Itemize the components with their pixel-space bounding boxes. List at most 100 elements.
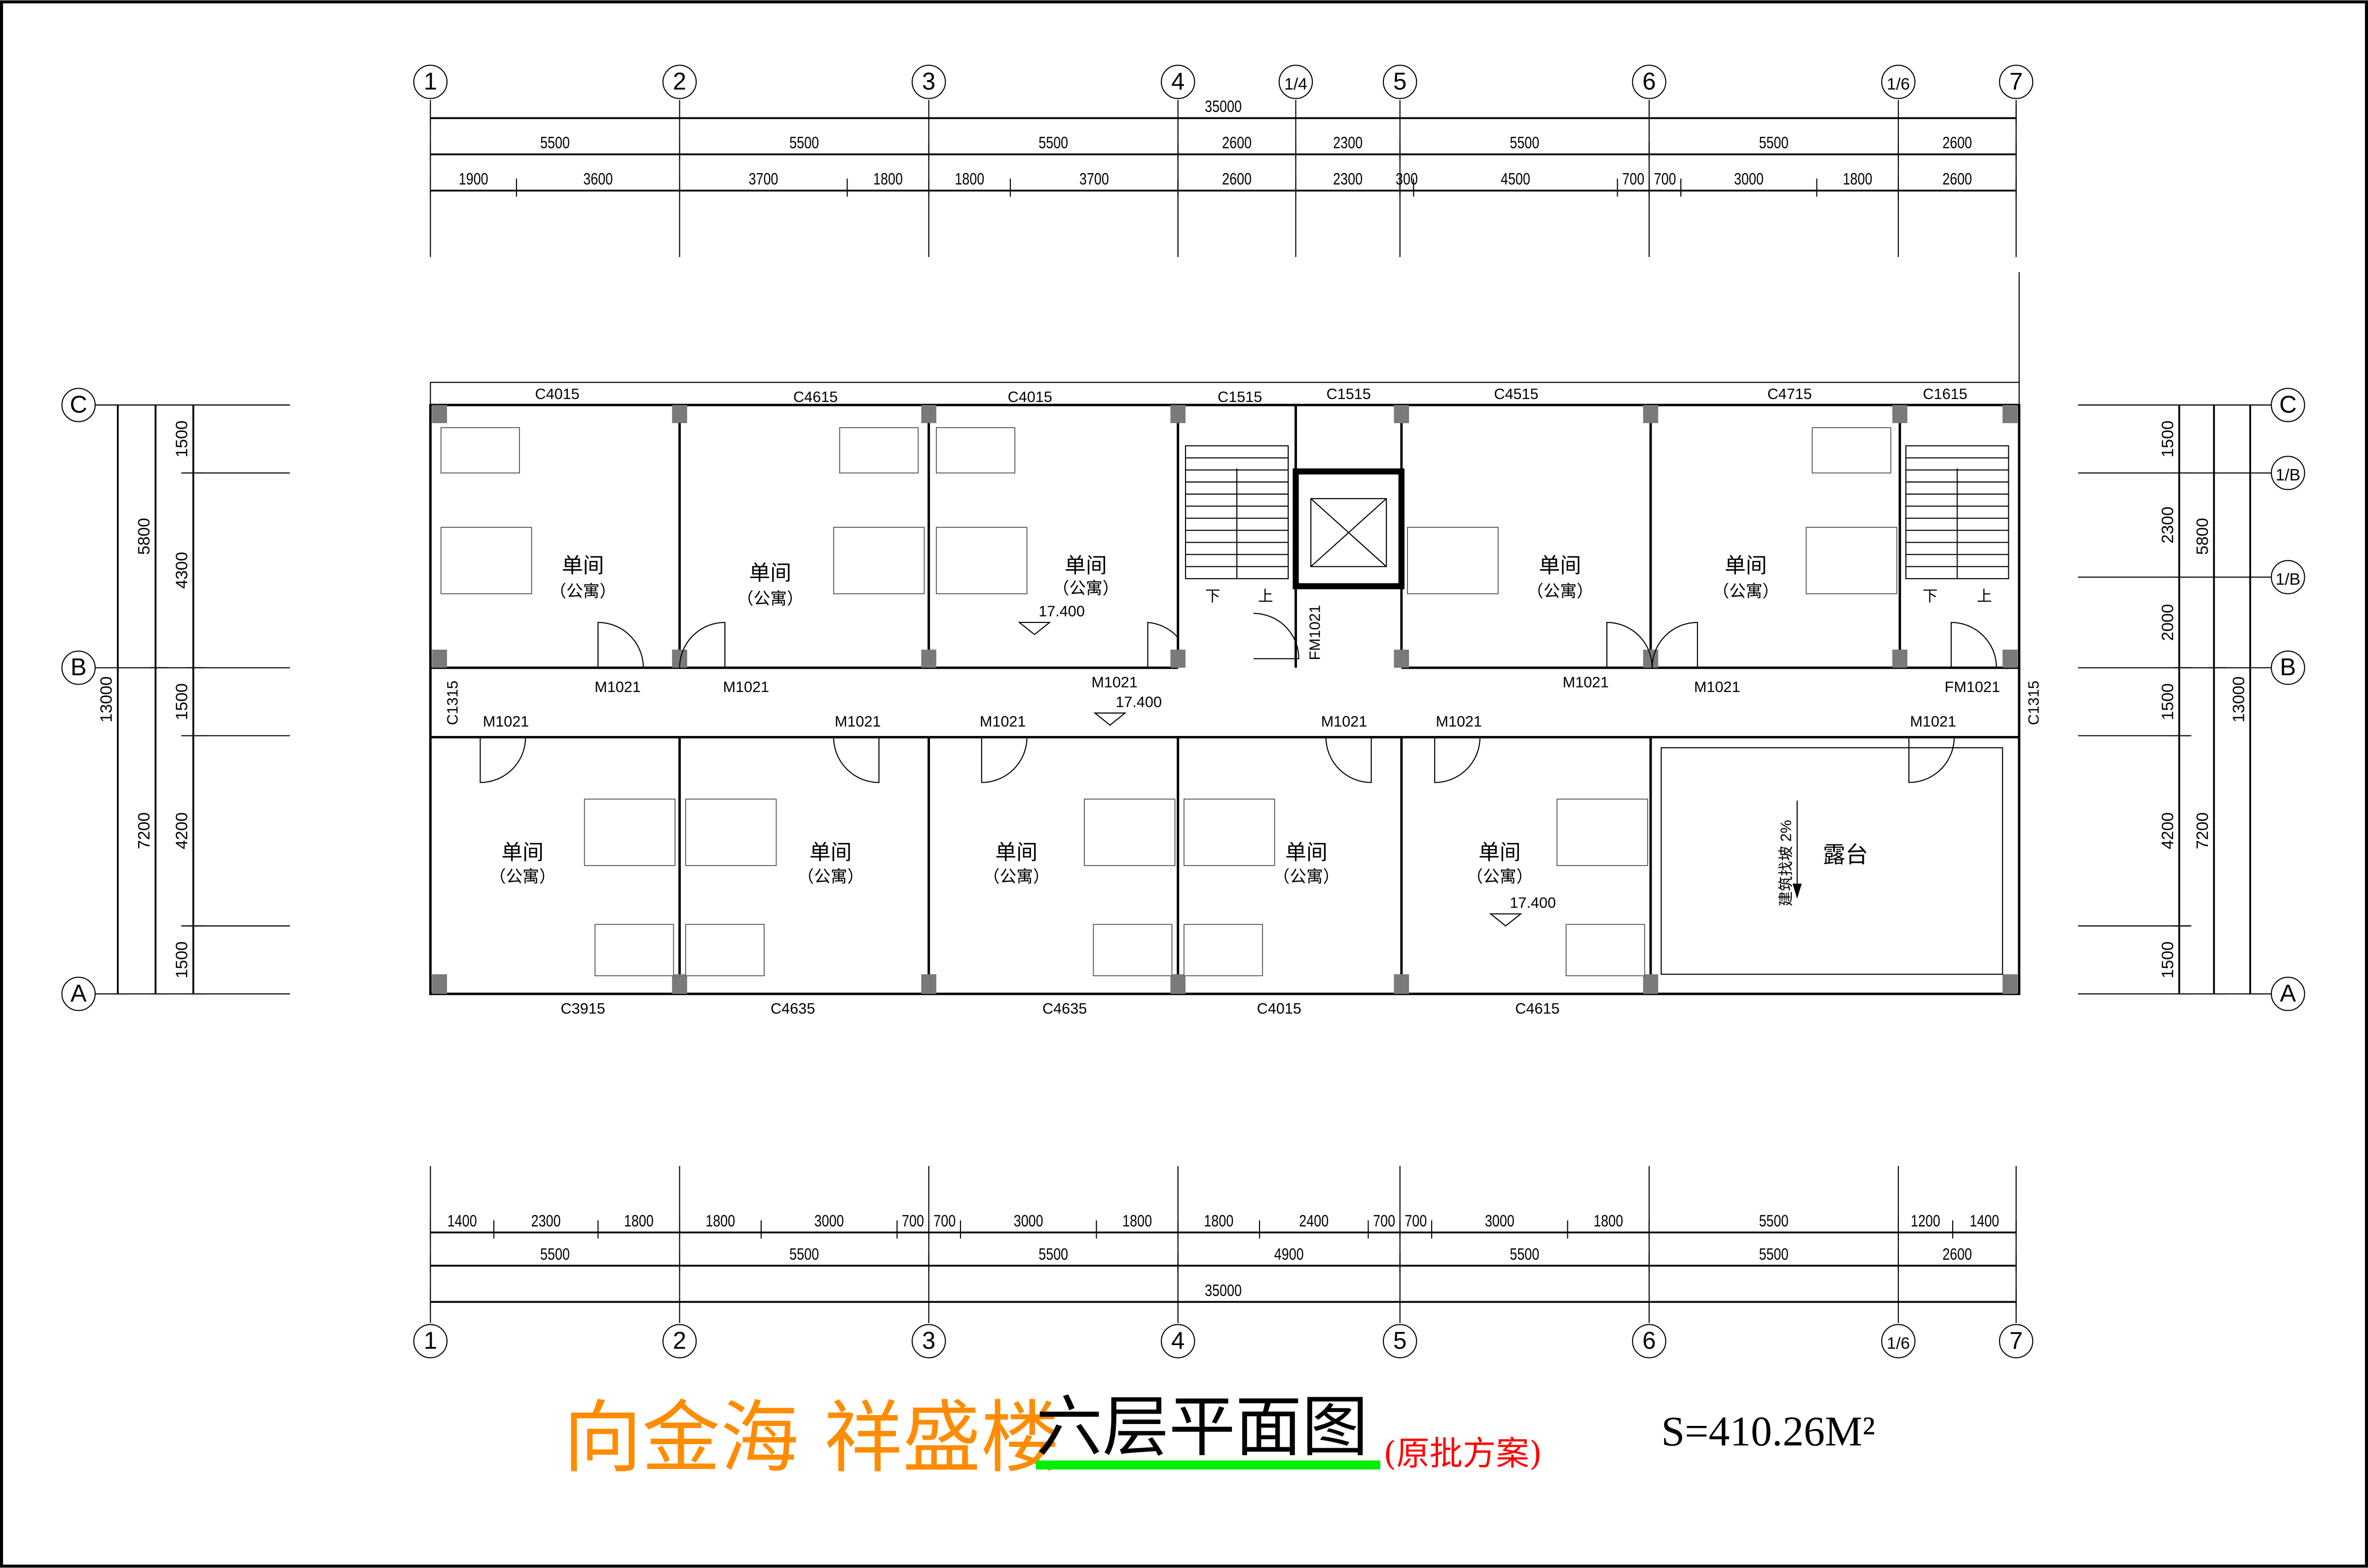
room-labels: 单间 （公寓） 单间 （公寓） 单间 （公寓） 单间 （公寓） 单间 （公寓） … [489,554,1868,907]
axis-bubble: 4 [1161,65,1195,99]
bed-icon [833,527,925,594]
dimension-value: 3000 [1014,1212,1043,1231]
dimension-value: 700 [933,1212,956,1231]
axis-label: 4 [1171,1327,1184,1354]
axis-bubble: 6 [1632,1324,1666,1358]
dimension-value: 7200 [2194,812,2212,849]
dimension-value: 700 [902,1212,924,1231]
door-label: M1021 [1562,674,1609,691]
dimension-value: 5800 [135,518,153,555]
axis-bubble: 7 [1998,1324,2034,1358]
dimension-value: 1400 [447,1212,477,1231]
structural-columns [432,405,2018,994]
dimension-value: 5500 [1759,1212,1788,1231]
dimension-value: 700 [1405,1212,1427,1231]
axis-label: 2 [673,68,686,95]
bathroom-icon [936,427,1016,474]
dimension-value: 1200 [1911,1212,1940,1231]
dimension-value: 4200 [2159,812,2177,849]
bed-icon [1806,527,1897,594]
window-label: C1515 [1218,389,1262,405]
dimension-value: 2300 [531,1212,561,1231]
title-block: 向金海 祥盛楼 六层平面图 (原批方案) S=410.26M² [563,1388,1875,1484]
bed-icon [1556,799,1648,866]
dimension-value: 4300 [173,552,191,589]
bathroom-icon [839,427,919,474]
furniture [440,427,1897,977]
room-name: 单间 [1285,841,1328,865]
window-label: C4515 [1494,386,1538,402]
dimension-value: 5800 [2194,518,2212,555]
dimension-value: 2300 [1333,170,1363,188]
dimension-value: 3700 [1079,170,1109,188]
staircase-2 [1905,445,2009,580]
bathroom-icon [440,427,520,474]
dimension-value: 1800 [1593,1212,1623,1231]
slope-note: 建筑找坡 2% [1778,820,1795,906]
axis-label: 2 [673,1327,686,1354]
window-label: C1515 [1327,386,1371,402]
window-label: C1315 [444,681,461,725]
axis-label: 1/B [2275,466,2300,484]
axis-bubble: 3 [911,1324,946,1358]
dimension-value: 13000 [2230,676,2248,723]
axis-bubble: 1/B [2271,560,2305,594]
axis-label: B [71,654,87,681]
axis-bubble: 3 [911,65,946,99]
dimension-value: 4500 [1501,170,1530,188]
room-name: 单间 [1479,841,1521,865]
slope-arrow-icon [1792,883,1802,899]
axis-bubble: 4 [1161,1324,1195,1358]
dimension-value: 5500 [1038,1245,1068,1264]
dimension-value: 13000 [98,676,116,723]
door-label: M1021 [1091,674,1138,691]
dimension-value: 2600 [1222,134,1252,152]
room-name: 单间 [501,841,544,865]
bathroom-icon [1184,924,1263,977]
axis-label: 5 [1393,1327,1406,1354]
window-label: C4015 [1008,389,1052,405]
window-label: C1315 [2026,681,2042,725]
dimension-value: 3000 [1485,1212,1515,1231]
axis-bubble: 1/6 [1881,65,1916,99]
axis-label: A [2280,980,2296,1007]
axis-bubble: A [2271,977,2305,1011]
bed-icon [1184,799,1275,866]
title-underline [1036,1460,1380,1470]
bed-icon [584,799,676,866]
dimension-value: 2400 [1299,1212,1329,1231]
elevation-label: 17.400 [1510,895,1556,912]
room-name: 单间 [749,561,791,585]
room-type: （公寓） [1466,867,1533,886]
room-name: 单间 [562,554,604,578]
axis-label: 1/6 [1887,1334,1910,1352]
room-name: 单间 [995,841,1037,865]
dimension-value: 1800 [624,1212,654,1231]
bathroom-icon [1812,427,1891,474]
dimension-value: 5500 [1759,134,1788,152]
door-label: M1021 [483,713,529,730]
room-name: 单间 [1065,554,1107,578]
dimension-value: 5500 [1510,1245,1539,1264]
door-label: FM1021 [1945,679,2000,695]
dimension-value: 700 [1622,170,1644,188]
room-type: （公寓） [1273,867,1340,886]
axis-bubble: C [2271,388,2305,422]
dimension-value: 1900 [459,170,488,188]
window-label: C3915 [561,1000,605,1017]
stair-up-label: 上 [1258,588,1273,605]
axis-bubble: 5 [1383,65,1417,99]
axis-label: C [2279,391,2296,418]
axis-label: B [2280,654,2296,681]
dimension-value: 1800 [1204,1212,1233,1231]
project-title: 向金海 祥盛楼 [563,1392,1060,1484]
axis-label: 1/4 [1284,75,1307,93]
dimension-value: 1800 [705,1212,735,1231]
window-label: C4635 [771,1000,815,1017]
dimension-value: 3700 [748,170,778,188]
dimension-value: 5500 [540,134,570,152]
